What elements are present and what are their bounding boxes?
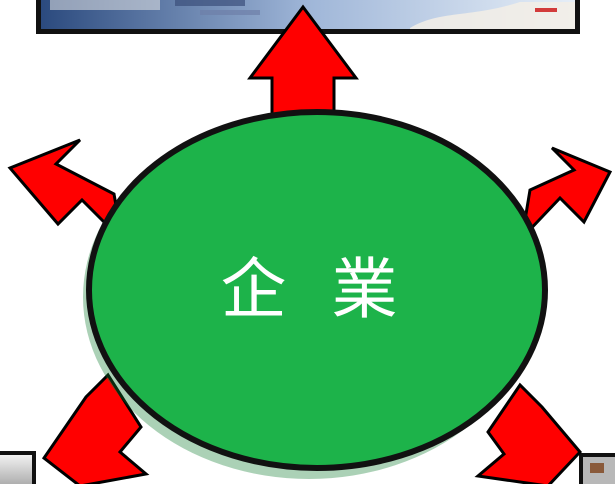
hub-node: 企 業 bbox=[83, 112, 545, 479]
bottom-right-thumbnail bbox=[579, 453, 615, 484]
arrow-up-right bbox=[522, 148, 610, 238]
hub-label: 企 業 bbox=[221, 251, 410, 328]
bottom-left-thumbnail bbox=[0, 451, 36, 484]
